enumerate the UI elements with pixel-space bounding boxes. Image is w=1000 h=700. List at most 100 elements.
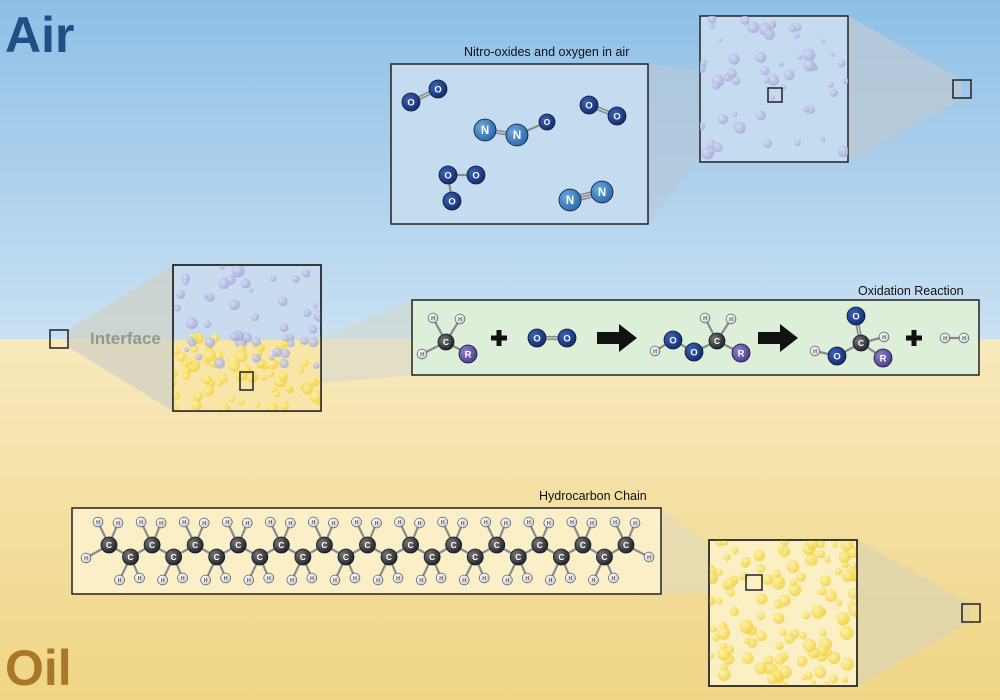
air-particle	[802, 48, 816, 62]
oxygen-atom	[663, 330, 683, 350]
air-particle	[303, 308, 312, 318]
oil-particle	[773, 569, 781, 578]
oil-particle	[173, 347, 180, 356]
hydrogen-symbol: H	[139, 520, 143, 526]
carbon-atom	[552, 548, 570, 566]
reaction-arrow	[758, 324, 798, 352]
hydrogen-atom	[939, 332, 951, 344]
hydrogen-atom	[263, 572, 275, 584]
oil-particle	[279, 400, 290, 411]
air-particle	[717, 114, 728, 125]
carbon-atom	[229, 536, 247, 554]
air-particle	[195, 353, 203, 361]
air-particle	[830, 89, 838, 98]
hydrogen-atom	[135, 516, 147, 528]
air-particle	[827, 81, 834, 88]
hydrogen-atom	[392, 572, 404, 584]
oil-particle	[173, 379, 177, 387]
air-particle	[182, 278, 189, 285]
hydrogen-atom	[308, 516, 319, 528]
oil-particle	[191, 400, 202, 411]
air-particle	[762, 138, 773, 149]
hydrogen-atom	[427, 312, 439, 324]
hydrogen-atom	[478, 572, 490, 584]
carbon-symbol: C	[858, 338, 864, 348]
hydrogen-atom	[629, 517, 641, 529]
hydrogen-symbol: H	[525, 576, 529, 582]
interface-zoom-box	[172, 264, 322, 412]
air-particle	[214, 357, 226, 369]
hydrogen-atom	[699, 312, 711, 324]
hydrogen-atom	[155, 517, 167, 529]
oil-particle	[804, 553, 818, 566]
oxygen-atom	[846, 306, 866, 326]
hydrogen-symbol: H	[458, 317, 462, 323]
oxygen-atom	[401, 92, 421, 112]
hydrogen-symbol: H	[333, 578, 337, 584]
oil-particle	[828, 674, 838, 684]
carbon-atom	[617, 536, 635, 554]
carbon-atom	[423, 548, 441, 566]
air-particle	[756, 110, 766, 121]
hydrogen-atom	[114, 574, 125, 586]
carbon-symbol: C	[494, 540, 500, 550]
oil-particle	[717, 667, 731, 681]
oil-particle	[766, 673, 778, 685]
air-particle	[707, 16, 717, 24]
oxygen-atom	[538, 113, 556, 131]
oil-particle	[822, 681, 829, 686]
carbon-symbol: C	[343, 552, 349, 562]
air-molecules-title: Nitro-oxides and oxygen in air	[464, 45, 629, 59]
oil-particle	[236, 350, 248, 363]
hydrogen-atom	[415, 574, 427, 586]
hydrogen-atom	[457, 517, 468, 529]
oil-particle	[723, 553, 732, 561]
hydrogen-symbol: H	[376, 578, 380, 584]
oil-particle	[266, 402, 279, 411]
oil-particle	[739, 619, 754, 634]
plus-sign	[496, 330, 502, 346]
zoom-marker-oil	[961, 603, 981, 623]
hydrogen-atom	[177, 572, 188, 584]
carbon-atom	[100, 536, 118, 554]
hydrogen-symbol: H	[570, 520, 574, 526]
nitrogen-atom	[505, 123, 529, 147]
oil-particle	[741, 556, 751, 567]
hydrogen-atom	[371, 517, 382, 529]
hydrogen-symbol: H	[182, 520, 186, 526]
air-particle	[248, 287, 254, 293]
air-particle	[718, 38, 723, 43]
oxygen-symbol: O	[434, 84, 441, 95]
carbon-atom	[251, 548, 269, 566]
oxygen-atom	[557, 328, 577, 348]
oxygen-atom	[579, 95, 599, 115]
oil-particle	[762, 574, 774, 585]
oxygen-atom	[827, 346, 847, 366]
carbon-atom	[272, 536, 290, 554]
air-particle	[184, 347, 190, 353]
carbon-symbol: C	[321, 540, 327, 550]
hydrogen-symbol: H	[592, 578, 596, 584]
oil-particle	[193, 391, 204, 402]
air-particle	[788, 24, 797, 33]
oil-particle	[260, 374, 268, 381]
oil-particle	[837, 611, 850, 625]
oil-particle	[810, 679, 817, 686]
oil-particle	[796, 655, 808, 667]
hydrogen-atom	[157, 574, 168, 586]
air-particle	[763, 28, 775, 40]
oil-particle	[267, 370, 275, 378]
oil-particle	[796, 572, 806, 582]
oil-particle	[186, 358, 194, 366]
air-particle	[783, 69, 795, 81]
nitrogen-symbol: N	[513, 130, 521, 142]
carbon-symbol: C	[106, 540, 112, 550]
oil-particle	[716, 626, 731, 640]
hydrogen-symbol: H	[225, 520, 229, 526]
carbon-atom	[852, 334, 870, 352]
hydrogen-symbol: H	[505, 578, 509, 584]
carbon-atom	[531, 536, 549, 554]
hydrogen-atom	[220, 572, 231, 584]
oil-particle	[817, 587, 827, 596]
hydrogen-symbol: H	[161, 578, 165, 584]
